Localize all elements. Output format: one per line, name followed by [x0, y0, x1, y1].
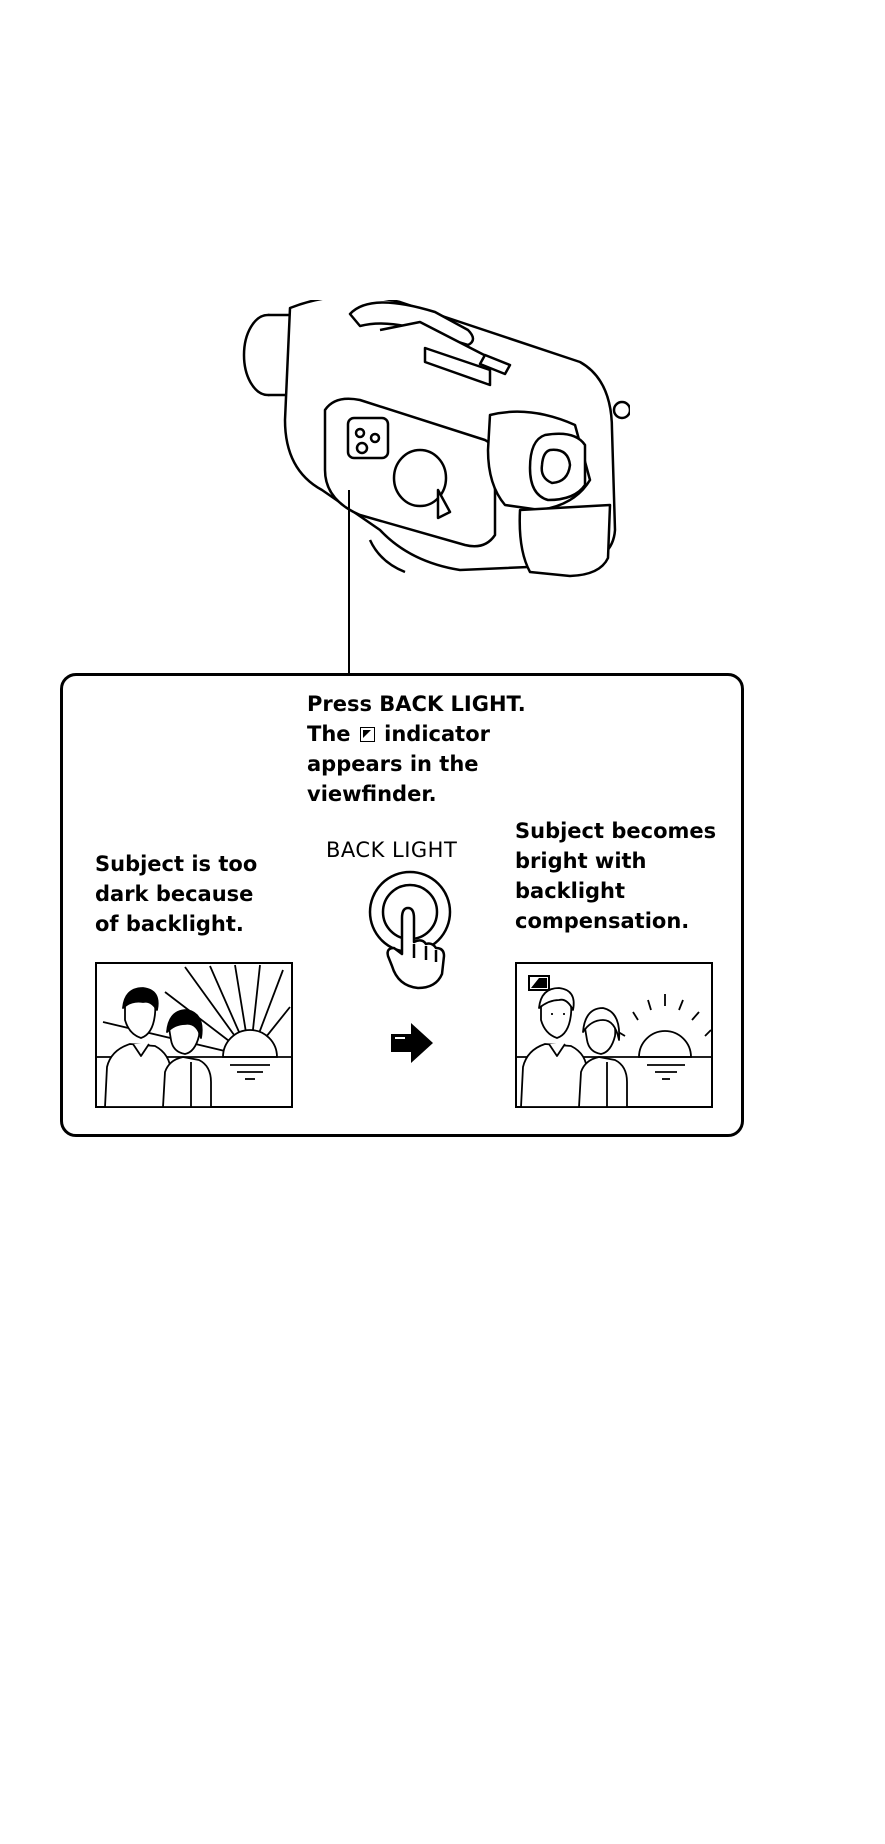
back-light-button[interactable]	[362, 862, 458, 992]
before-caption: Subject is too dark because of backlight…	[95, 849, 295, 939]
backlight-indicator-icon	[360, 727, 375, 742]
viewfinder-backlight-indicator	[529, 976, 549, 990]
back-light-button-label: BACK LIGHT	[326, 838, 486, 862]
press-instruction: Press BACK LIGHT. The indicator appears …	[307, 689, 557, 809]
after-caption: Subject becomes bright with backlight co…	[515, 816, 735, 936]
scene-compensated	[515, 962, 713, 1108]
right-arrow-icon	[387, 1020, 435, 1066]
camcorder-illustration	[230, 300, 630, 635]
scene-dark-backlight	[95, 962, 293, 1108]
leader-line	[348, 490, 350, 675]
